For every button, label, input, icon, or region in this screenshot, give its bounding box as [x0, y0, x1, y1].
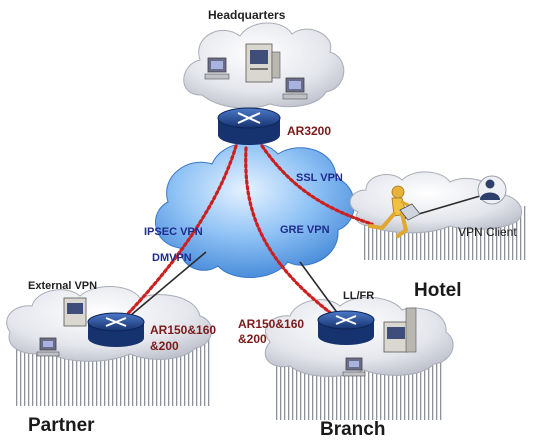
laptop-icon — [399, 203, 421, 221]
desktop-pc-icon — [282, 77, 308, 100]
router-icon — [317, 310, 375, 345]
running-traveler-icon — [368, 185, 416, 238]
vpn-tunnel-branch — [244, 146, 342, 322]
hq-router-label: AR3200 — [287, 124, 332, 138]
server-icon — [245, 43, 281, 83]
vpn-client-label: VPN Client — [458, 225, 517, 239]
partner-label: Partner — [28, 415, 95, 436]
desktop-pc-icon — [36, 337, 60, 357]
branch-router-label-line1: AR150&160 — [238, 317, 305, 331]
ipsec-vpn-label: IPSEC VPN — [144, 226, 203, 238]
vpn-tunnel-hotel — [260, 144, 374, 226]
user-icon — [477, 175, 507, 205]
desktop-pc-icon — [204, 57, 230, 80]
vpn-tunnels — [118, 144, 374, 324]
hotel-label: Hotel — [414, 280, 462, 301]
vpn-tunnel-partner — [118, 144, 238, 324]
gre-vpn-label: GRE VPN — [280, 224, 330, 236]
server-icon — [63, 297, 87, 327]
ssl-vpn-label: SSL VPN — [296, 172, 343, 184]
external-vpn-label: External VPN — [28, 280, 98, 292]
desktop-pc-icon — [342, 357, 366, 377]
partner-router-label-line1: AR150&160 — [150, 323, 217, 337]
partner-router-label-line2: &200 — [150, 339, 179, 353]
server-icon — [383, 307, 417, 353]
branch-router-label-line2: &200 — [238, 332, 267, 346]
dmvpn-label: DMVPN — [152, 252, 192, 264]
internet-cloud — [155, 142, 355, 278]
router-icon — [87, 312, 145, 347]
wan-link-partner — [117, 251, 207, 327]
branch-label: Branch — [320, 419, 386, 440]
router-icon — [217, 107, 281, 145]
headquarters-label: Headquarters — [208, 8, 286, 22]
ll-fr-label: LL/FR — [343, 290, 375, 302]
